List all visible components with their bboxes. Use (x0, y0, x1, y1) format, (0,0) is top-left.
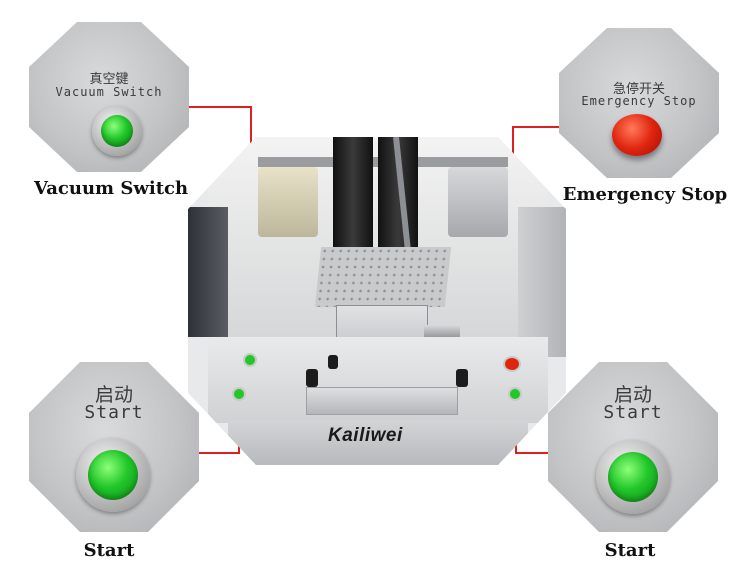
start-left-closeup: 启动 Start (29, 362, 199, 532)
emergency-stop-caption: Emergency Stop (562, 184, 728, 205)
machine-left-mechanism (258, 167, 318, 237)
machine-photo: Kailiwei (188, 137, 566, 465)
start-right-closeup: 启动 Start (548, 362, 718, 532)
machine-start-lamp-right (510, 389, 520, 399)
machine-lower-cabinet (228, 421, 528, 465)
emergency-stop-button (612, 114, 662, 156)
machine-start-lamp-left (234, 389, 244, 399)
machine-knob (328, 355, 338, 369)
machine-right-mechanism (448, 167, 508, 237)
vacuum-switch-chinese-label: 真空键 (89, 72, 129, 87)
machine-vacuum-lamp (245, 355, 255, 365)
machine-estop-button (505, 358, 519, 370)
machine-knob (306, 369, 318, 387)
machine-right-panel (518, 207, 566, 357)
start-left-button (88, 450, 138, 500)
start-left-caption: Start (83, 540, 135, 561)
start-right-chinese-label: 启动 (613, 384, 652, 406)
emergency-stop-closeup: 急停开关 Emergency Stop (559, 28, 719, 178)
machine-micrometer (424, 325, 460, 339)
start-left-connector-h (198, 452, 240, 454)
vacuum-switch-closeup: 真空键 Vacuum Switch (29, 22, 189, 172)
machine-head-left (333, 137, 373, 247)
vacuum-switch-button (101, 115, 133, 147)
start-right-panel-label: Start (603, 402, 663, 423)
vacuum-switch-panel-label: Vacuum Switch (55, 85, 163, 99)
start-left-panel-label: Start (84, 402, 144, 423)
start-right-caption: Start (604, 540, 656, 561)
vacuum-switch-caption: Vacuum Switch (33, 178, 189, 199)
machine-stage-base (306, 387, 458, 415)
emergency-stop-panel-label: Emergency Stop (581, 94, 697, 108)
emergency-stop-chinese-label: 急停开关 (612, 82, 665, 97)
machine-left-column (188, 207, 228, 337)
vacuum-connector-h (178, 106, 252, 108)
machine-knob (456, 369, 468, 387)
machine-platform (314, 247, 452, 307)
start-right-button (608, 452, 658, 502)
emergency-connector-h (512, 126, 564, 128)
start-left-chinese-label: 启动 (94, 384, 133, 406)
machine-brand-label: Kailiwei (328, 425, 403, 446)
start-right-connector-h (515, 452, 553, 454)
